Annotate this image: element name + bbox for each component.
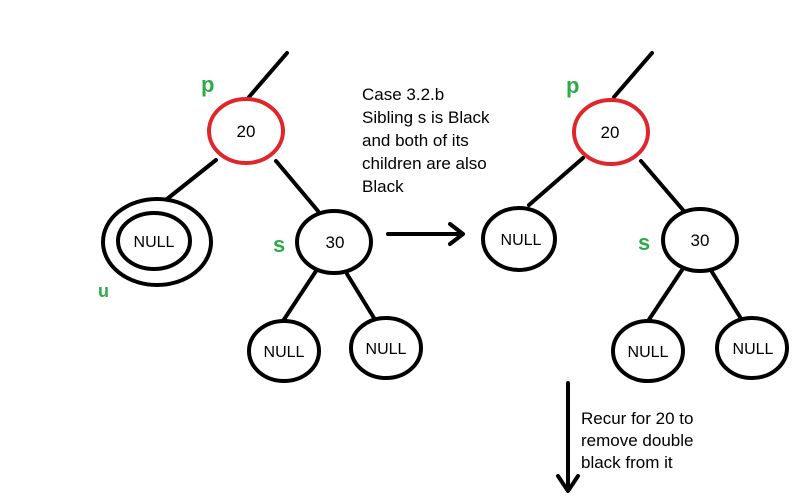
right-edge-s-to-right-null xyxy=(710,270,742,319)
left-tree xyxy=(101,51,423,383)
left-parent-incoming-edge xyxy=(247,51,289,99)
left-parent-node xyxy=(207,97,285,165)
right-left-null-node xyxy=(481,206,557,272)
right-left-null-value: NULL xyxy=(501,232,542,249)
right-sibling-left-null-node xyxy=(611,319,685,383)
left-edge-p-to-s xyxy=(274,159,320,213)
right-tree xyxy=(481,51,789,383)
left-parent-tag: p xyxy=(201,72,214,97)
right-sibling-node xyxy=(661,207,739,273)
right-sibling-right-null-value: NULL xyxy=(733,341,774,358)
case-note-line: Black xyxy=(362,177,404,196)
recur-note-line: remove double xyxy=(581,431,693,450)
case-note-text: Case 3.2.b Sibling s is Black and both o… xyxy=(362,85,494,196)
right-sibling-value: 30 xyxy=(691,231,710,250)
left-double-black-tag: u xyxy=(98,281,109,301)
left-sibling-tag: s xyxy=(273,232,285,257)
recur-note-line: Recur for 20 to xyxy=(581,409,693,428)
recur-arrow xyxy=(556,381,580,493)
left-edge-s-to-right-null xyxy=(345,272,376,320)
right-sibling-tag: s xyxy=(638,230,650,255)
recur-note-text: Recur for 20 to remove double black from… xyxy=(581,409,698,472)
right-edge-p-to-s xyxy=(639,159,685,212)
left-sibling-left-null-node xyxy=(247,319,321,383)
left-edge-p-to-u xyxy=(160,158,218,205)
case-note-line: Sibling s is Black xyxy=(362,108,490,127)
left-parent-value: 20 xyxy=(237,122,256,141)
right-parent-value: 20 xyxy=(601,123,620,142)
left-sibling-left-null-value: NULL xyxy=(264,344,305,361)
right-edge-s-to-left-null xyxy=(646,268,684,323)
left-sibling-node xyxy=(295,209,373,275)
left-edge-s-to-left-null xyxy=(281,269,318,323)
right-sibling-left-null-value: NULL xyxy=(628,344,669,361)
right-parent-tag: p xyxy=(566,73,579,98)
left-sibling-value: 30 xyxy=(326,233,345,252)
case-note-line: Case 3.2.b xyxy=(362,85,444,104)
right-edge-p-to-left-null xyxy=(527,156,585,207)
left-double-black-value: NULL xyxy=(134,234,175,251)
right-parent-incoming-edge xyxy=(612,51,654,99)
right-sibling-right-null-node xyxy=(715,316,789,380)
case-note-line: and both of its xyxy=(362,131,469,150)
left-sibling-right-null-value: NULL xyxy=(366,341,407,358)
left-double-black-node xyxy=(116,211,192,271)
left-sibling-right-null-node xyxy=(349,316,423,380)
right-parent-node xyxy=(572,98,650,166)
case-note-line: children are also xyxy=(362,154,487,173)
transition-arrow xyxy=(386,222,465,246)
recur-note-line: black from it xyxy=(581,453,673,472)
